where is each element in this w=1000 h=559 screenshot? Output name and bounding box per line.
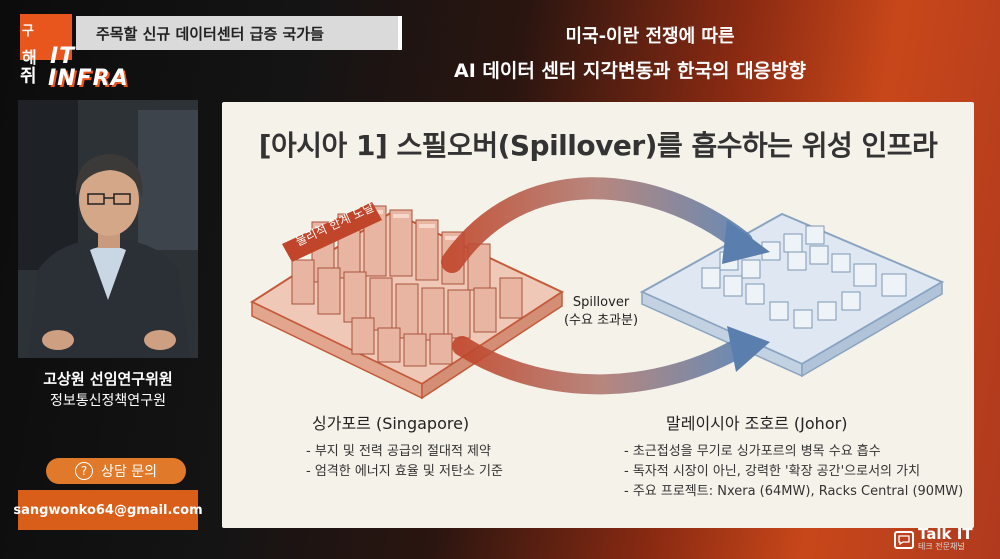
email-text: sangwonko64@gmail.com [13, 502, 203, 518]
contact-email[interactable]: sangwonko64@gmail.com [13, 490, 203, 530]
program-logo-infra: INFRA [48, 66, 129, 91]
arrow-head-upper-icon [722, 220, 770, 264]
headline-line-1: 미국-이란 전쟁에 따른 [565, 26, 735, 47]
guest-portrait-image [18, 100, 198, 358]
list-item: - 독자적 시장이 아닌, 강력한 '확장 공간'으로서의 가치 [624, 464, 921, 479]
channel-subtitle: 테크 전문채널 [918, 542, 965, 551]
spillover-illustration: 물리적 한계 도달 [249, 177, 945, 400]
help-icon: ? [75, 462, 93, 480]
headline-line-2: AI 데이터 센터 지각변동과 한국의 대응방향 [453, 60, 806, 82]
slide-title: [아시아 1] 스필오버(Spillover)를 흡수하는 위성 인프라 [258, 129, 938, 162]
johor-bullets: - 초근접성을 무기로 싱가포르의 병목 수요 흡수 - 독자적 시장이 아닌,… [624, 442, 963, 502]
guest-video [18, 100, 198, 358]
johor-city-block [639, 212, 945, 378]
channel-logo: Talk IT 테크 전문채널 [894, 527, 973, 552]
consult-button[interactable]: ? 상담 문의 [46, 458, 186, 484]
consult-label: 상담 문의 [101, 464, 157, 480]
talk-bubble-icon [894, 530, 914, 549]
list-item: - 엄격한 에너지 효율 및 저탄소 기준 [306, 464, 503, 479]
singapore-city-block: 물리적 한계 도달 [249, 200, 565, 400]
arrow-head-lower-icon [727, 326, 770, 372]
program-logo-text-mid: 해 [22, 48, 37, 67]
spillover-arrow-lower [452, 336, 752, 395]
list-item: - 초근접성을 무기로 싱가포르의 병목 수요 흡수 [624, 444, 881, 459]
johor-label: 말레이시아 조호르 (Johor) [666, 414, 848, 433]
spillover-arrow-upper [441, 177, 753, 273]
guest-name: 고상원 선임연구위원 [43, 370, 173, 388]
presentation-slide: [아시아 1] 스필오버(Spillover)를 흡수하는 위성 인프라 [222, 102, 974, 528]
channel-name: Talk IT [918, 525, 973, 543]
list-item: - 주요 프로젝트: Nxera (64MW), Racks Central (… [624, 484, 964, 499]
program-logo-block [20, 14, 72, 60]
topic-caption: 주목할 신규 데이터센터 급증 국가들 [76, 16, 402, 50]
list-item: - 부지 및 전력 공급의 절대적 제약 [306, 444, 491, 459]
spillover-title: Spillover [572, 295, 630, 310]
spillover-label: Spillover (수요 초과분) [546, 294, 656, 330]
singapore-label: 싱가포르 (Singapore) [312, 414, 470, 433]
singapore-bullets: - 부지 및 전력 공급의 절대적 제약 - 엄격한 에너지 효율 및 저탄소 … [306, 442, 503, 482]
program-logo-text-ai: 쥐 [20, 66, 37, 87]
guest-organization: 정보통신정책연구원 [50, 393, 166, 409]
program-logo-it: IT [50, 44, 76, 69]
program-logo-text-top: 구 [22, 24, 34, 39]
spillover-subtitle: (수요 초과분) [563, 313, 639, 328]
topic-text: 주목할 신규 데이터센터 급증 국가들 [96, 24, 324, 43]
